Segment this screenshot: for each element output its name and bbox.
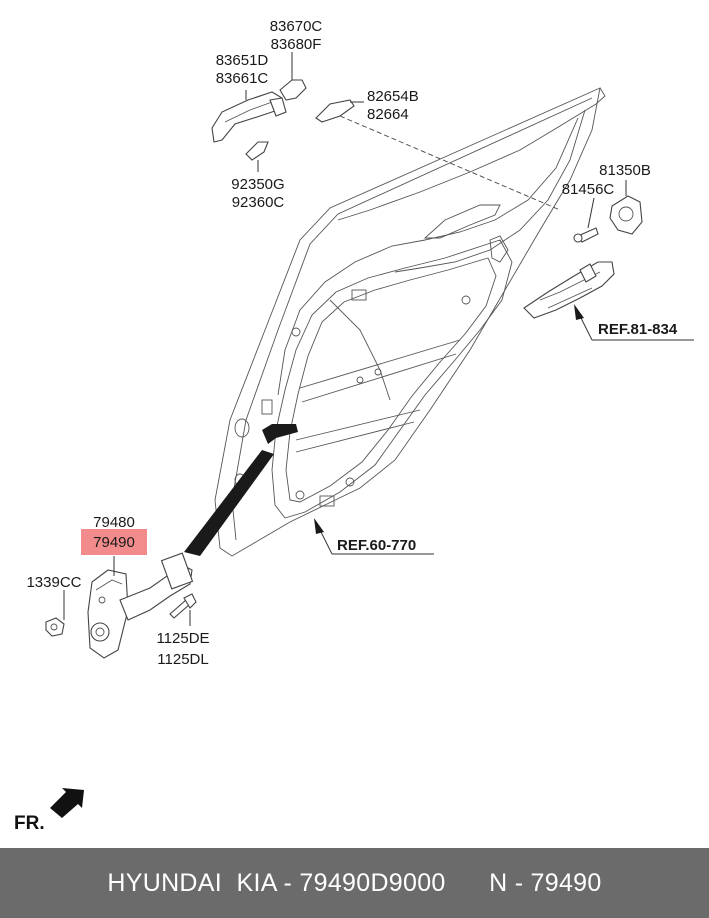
nut-1339CC <box>45 617 65 637</box>
highlight-79490 <box>81 529 147 555</box>
outside-handle <box>211 79 307 143</box>
label-1339CC: 1339CC <box>26 574 81 591</box>
label-83680F: 83680F <box>271 36 322 53</box>
handle-gasket <box>245 141 269 161</box>
screw-81456C <box>573 227 599 243</box>
label-82664: 82664 <box>367 106 409 123</box>
label-79480: 79480 <box>93 514 135 531</box>
parts-diagram: 83670C 83680F 83651D 83661C 82654B 82664… <box>14 18 694 834</box>
label-82654B: 82654B <box>367 88 419 105</box>
label-fr: FR. <box>14 813 45 834</box>
checker-band <box>184 450 274 556</box>
label-83670C: 83670C <box>270 18 323 35</box>
label-1125DL: 1125DL <box>157 651 208 668</box>
latch-cover <box>609 195 643 235</box>
front-arrow-icon <box>50 788 84 818</box>
door-panel <box>214 87 606 557</box>
label-ref-60-770: REF.60-770 <box>337 537 416 554</box>
checker-arm <box>262 424 298 444</box>
label-92350G: 92350G <box>231 176 284 193</box>
label-81350B: 81350B <box>599 162 651 179</box>
door-checker-assembly <box>87 552 194 659</box>
handle-cap <box>315 99 355 123</box>
label-81456C: 81456C <box>562 181 615 198</box>
label-92360C: 92360C <box>232 194 285 211</box>
label-83661C: 83661C <box>216 70 269 87</box>
door-latch <box>523 261 615 319</box>
label-1125DE: 1125DE <box>156 630 209 647</box>
footer-bar: HYUNDAI KIA - 79490D9000 N - 79490 <box>0 848 709 918</box>
label-79490: 79490 <box>93 534 135 551</box>
label-ref-81-834: REF.81-834 <box>598 321 678 338</box>
bolt-1125DE <box>169 593 197 619</box>
footer-part-number: HYUNDAI KIA - 79490D9000 N - 79490 <box>107 868 602 897</box>
label-83651D: 83651D <box>216 52 269 69</box>
